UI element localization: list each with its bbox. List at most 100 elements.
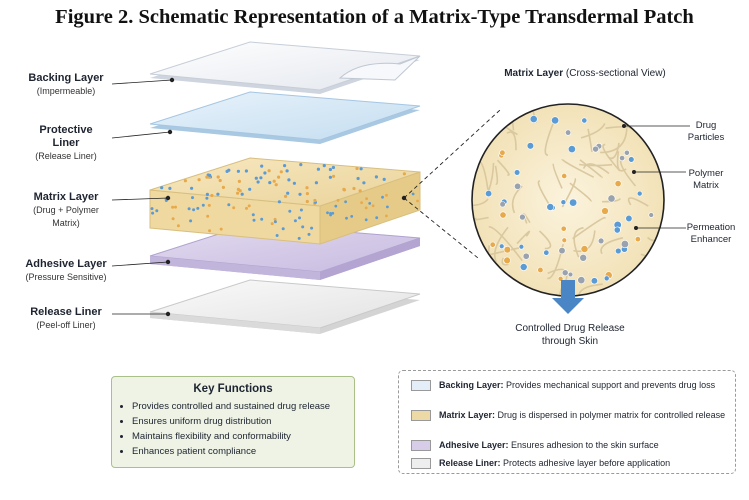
- matrix-particle: [183, 179, 187, 183]
- list-item: Ensures uniform drug distribution: [132, 414, 354, 429]
- legend-swatch: [411, 440, 431, 451]
- cross-section-particle: [561, 237, 568, 243]
- legend-swatch: [411, 458, 431, 469]
- matrix-particle: [283, 164, 287, 168]
- matrix-particle: [205, 192, 209, 196]
- matrix-particle: [307, 232, 311, 236]
- matrix-particle: [232, 206, 236, 210]
- matrix-particle: [364, 206, 368, 210]
- matrix-particle: [350, 215, 354, 218]
- matrix-particle: [254, 176, 258, 180]
- matrix-particle: [273, 217, 277, 221]
- legend-swatch: [411, 410, 431, 421]
- label-protective-liner: Protective Liner (Release Liner): [20, 124, 112, 163]
- matrix-particle: [160, 186, 164, 190]
- matrix-particle: [208, 229, 212, 233]
- matrix-particle: [210, 193, 214, 198]
- label-line: Polymer: [688, 168, 724, 179]
- matrix-particle: [208, 173, 212, 177]
- key-functions-box: Key Functions Provides controlled and su…: [111, 376, 355, 468]
- polymer-fiber: [558, 286, 579, 296]
- cross-section-particle: [565, 129, 572, 136]
- polymer-fiber: [642, 104, 659, 108]
- matrix-particle: [416, 199, 419, 203]
- cross-section-particle: [597, 237, 605, 245]
- matrix-particle: [371, 204, 375, 208]
- matrix-particle: [150, 207, 154, 211]
- matrix-particle: [260, 217, 264, 221]
- polymer-fiber: [501, 257, 509, 266]
- matrix-particle: [286, 191, 290, 195]
- cross-section-title-bold: Matrix Layer: [504, 68, 564, 79]
- matrix-particle: [298, 216, 301, 220]
- polymer-fiber: [487, 162, 495, 192]
- matrix-particle: [316, 167, 320, 171]
- matrix-particle: [216, 175, 220, 179]
- matrix-particle: [336, 199, 340, 202]
- polymer-fiber: [659, 104, 664, 119]
- figure-title: Figure 2. Schematic Representation of a …: [55, 6, 694, 28]
- cross-section-particle: [636, 190, 643, 197]
- legend-desc: Protects adhesive layer before applicati…: [500, 458, 671, 468]
- cross-section-particle: [537, 266, 544, 274]
- label-adhesive-layer: Adhesive Layer (Pressure Sensitive): [18, 258, 114, 284]
- polymer-fiber: [600, 128, 628, 154]
- matrix-particle: [301, 225, 305, 229]
- matrix-particle: [155, 209, 159, 213]
- matrix-particle: [299, 163, 303, 167]
- polymer-fiber: [579, 159, 603, 179]
- matrix-particle: [275, 234, 279, 237]
- polymer-fiber: [472, 275, 481, 296]
- matrix-particle: [279, 170, 283, 174]
- cross-section-particle: [526, 142, 535, 150]
- cross-section-particle: [581, 117, 588, 124]
- matrix-particle: [277, 200, 281, 204]
- polymer-fiber: [569, 182, 592, 203]
- label-line: Permeation: [686, 222, 736, 233]
- legend-row-release: Release Liner: Protects adhesive layer b…: [411, 457, 729, 469]
- cross-section-particle: [577, 276, 586, 285]
- polymer-fiber: [578, 283, 603, 296]
- matrix-particle: [328, 175, 332, 179]
- list-item: Enhances patient compliance: [132, 444, 354, 459]
- cross-section-particle: [499, 149, 506, 156]
- cross-section-particle: [620, 240, 629, 249]
- legend-text: Adhesive Layer: Ensures adhesion to the …: [439, 439, 729, 451]
- matrix-particle: [356, 176, 360, 181]
- cross-section-particle: [601, 207, 609, 215]
- matrix-particle: [171, 217, 175, 221]
- cross-section-particle: [560, 199, 567, 206]
- backing-layer: [149, 41, 421, 94]
- polymer-fiber: [537, 180, 552, 208]
- label-title: Matrix Layer: [33, 191, 99, 203]
- label-title: Adhesive Layer: [25, 258, 107, 270]
- label-title: Release Liner: [30, 306, 102, 318]
- matrix-particle: [277, 175, 281, 179]
- polymer-fiber: [602, 143, 621, 172]
- matrix-particle: [287, 178, 291, 182]
- cross-section-particle: [503, 246, 512, 254]
- legend-name: Matrix Layer:: [439, 410, 496, 420]
- polymer-fiber: [634, 104, 662, 137]
- matrix-particle: [368, 202, 372, 205]
- matrix-particle: [331, 211, 335, 215]
- list-item: Provides controlled and sustained drug r…: [132, 399, 354, 414]
- matrix-particle: [344, 200, 347, 204]
- matrix-particle: [298, 192, 302, 196]
- matrix-particle: [247, 204, 251, 208]
- matrix-particle: [218, 178, 222, 183]
- polymer-fiber: [645, 124, 664, 141]
- legend-text: Matrix Layer: Drug is dispersed in polym…: [439, 409, 729, 421]
- matrix-particle: [274, 183, 278, 187]
- matrix-particle: [331, 165, 335, 170]
- matrix-particle: [219, 227, 223, 231]
- label-polymer-matrix: Polymer Matrix: [678, 168, 734, 192]
- cross-section-leaders: [622, 124, 690, 230]
- cross-section-particle: [634, 236, 641, 243]
- label-sub: (Release Liner): [35, 151, 97, 161]
- matrix-particle: [305, 192, 309, 196]
- label-permeation-enhancer: Permeation Enhancer: [678, 222, 744, 246]
- cross-section-particle: [499, 201, 506, 208]
- matrix-particle: [207, 203, 211, 207]
